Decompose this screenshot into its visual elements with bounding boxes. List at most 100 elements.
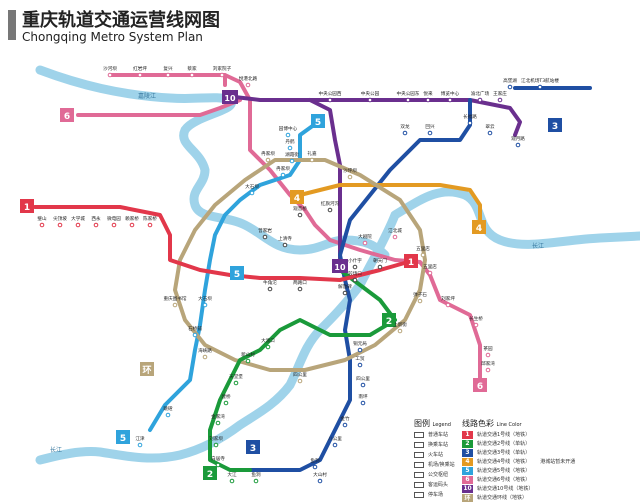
station-marker[interactable] [405,97,411,103]
station-label[interactable]: 湖霞街 [285,151,299,158]
line-10-badge[interactable]: 10 [222,90,238,104]
station-marker[interactable] [427,130,433,136]
station-marker[interactable] [75,222,81,228]
station-label[interactable]: 双龙 [400,123,410,130]
station-label[interactable]: 微电园 [107,215,121,222]
station-marker[interactable] [327,97,333,103]
station-marker[interactable] [57,222,63,228]
station-label[interactable]: 大山村 [313,471,327,478]
station-label[interactable]: 南坪 [358,393,368,400]
station-label[interactable]: 刘家院子 [213,65,232,72]
station-marker[interactable] [473,322,479,328]
station-label[interactable]: 沙河坝 [103,65,117,72]
station-label[interactable]: 江津 [135,435,145,442]
station-label[interactable]: 王家庄 [493,90,507,97]
station-label[interactable]: 朝天门 [373,257,387,264]
station-label[interactable]: 金家湾 [211,413,225,420]
station-marker[interactable] [515,142,521,148]
station-label[interactable]: 解放碑 [338,283,352,290]
station-marker[interactable] [477,97,483,103]
station-label[interactable]: 较场口 [348,270,362,277]
station-label[interactable]: 中央公园东 [397,90,420,97]
station-label[interactable]: 大石坝 [198,295,212,302]
station-label[interactable]: 中央公园西 [319,90,342,97]
line-5-badge-south[interactable]: 5 [116,430,130,444]
station-marker[interactable] [402,130,408,136]
station-label[interactable]: 茶园 [483,345,493,352]
line-4-badge[interactable]: 4 [290,190,304,204]
station-label[interactable]: 赖家桥 [125,215,139,222]
line-2-badge[interactable]: 2 [382,313,396,327]
station-marker[interactable] [317,478,323,484]
line-1-badge-east[interactable]: 1 [404,254,418,268]
line-2-badge-south[interactable]: 2 [203,466,217,480]
line-3-badge[interactable]: 3 [548,118,562,132]
station-marker[interactable] [417,298,423,304]
station-label[interactable]: 小什字 [348,257,362,264]
line-3-badge-south[interactable]: 3 [246,440,260,454]
station-marker[interactable] [107,72,113,78]
station-label[interactable]: 博览中心 [441,90,460,97]
station-label[interactable]: 大学城 [71,215,85,222]
station-marker[interactable] [497,97,503,103]
station-marker[interactable] [392,234,398,240]
loop-line-badge[interactable]: 环 [140,362,154,376]
station-marker[interactable] [352,264,358,270]
station-marker[interactable] [537,84,543,90]
station-marker[interactable] [147,222,153,228]
station-marker[interactable] [137,442,143,448]
station-label[interactable]: 翠云 [485,124,495,130]
station-marker[interactable] [445,302,451,308]
station-label[interactable]: 天堂堡 [229,373,243,380]
station-marker[interactable] [297,378,303,384]
station-marker[interactable] [111,222,117,228]
station-label[interactable]: 建桥 [221,393,231,400]
station-marker[interactable] [249,190,255,196]
station-marker[interactable] [425,97,431,103]
station-label[interactable]: 金竹 [340,415,350,422]
station-marker[interactable] [137,72,143,78]
station-marker[interactable] [447,97,453,103]
station-label[interactable]: 长福路 [463,113,477,120]
station-marker[interactable] [129,222,135,228]
station-label[interactable]: 丹鹤 [285,138,295,145]
station-label[interactable]: 江北机场T3航站楼 [521,77,559,84]
station-marker[interactable] [172,302,178,308]
station-marker[interactable] [285,132,291,138]
station-marker[interactable] [297,286,303,292]
station-marker[interactable] [245,358,251,364]
station-label[interactable]: 鱼洞 [251,471,261,478]
station-marker[interactable] [245,82,251,88]
station-marker[interactable] [265,344,271,350]
station-label[interactable]: 长生桥 [469,315,483,322]
station-label[interactable]: 观音桥 [293,205,307,212]
line-10-badge-south[interactable]: 10 [332,259,348,273]
station-label[interactable]: 刘家坝 [209,435,223,442]
station-label[interactable]: 大渡口 [261,337,275,344]
station-label[interactable]: 璧山 [37,215,47,222]
station-label[interactable]: 大江 [227,471,237,478]
station-marker[interactable] [39,222,45,228]
station-label[interactable]: 上清寺 [278,235,292,242]
station-label[interactable]: 园博中心 [279,125,298,132]
station-marker[interactable] [280,172,286,178]
station-marker[interactable] [327,207,333,213]
station-label[interactable]: 弹子石 [413,291,427,298]
station-marker[interactable] [189,72,195,78]
line-6-badge[interactable]: 6 [60,108,74,122]
station-label[interactable]: 两路口 [293,279,307,286]
station-label[interactable]: 中央公园 [361,90,380,97]
station-label[interactable]: 冉家坝 [261,150,275,157]
station-marker[interactable] [93,222,99,228]
station-marker[interactable] [192,332,198,338]
station-label[interactable]: 冉家坝 [276,165,290,172]
station-label[interactable]: 铜元局 [353,340,367,347]
station-marker[interactable] [215,420,221,426]
station-label[interactable]: 尖顶坡 [53,215,67,222]
station-label[interactable]: 重庆图书馆 [164,295,187,302]
station-label[interactable]: 海峡路 [198,347,212,354]
station-label[interactable]: 江北城 [388,227,402,234]
station-label[interactable]: 白居寺 [211,455,225,462]
station-marker[interactable] [202,354,208,360]
station-label[interactable]: 五里店 [423,263,437,270]
